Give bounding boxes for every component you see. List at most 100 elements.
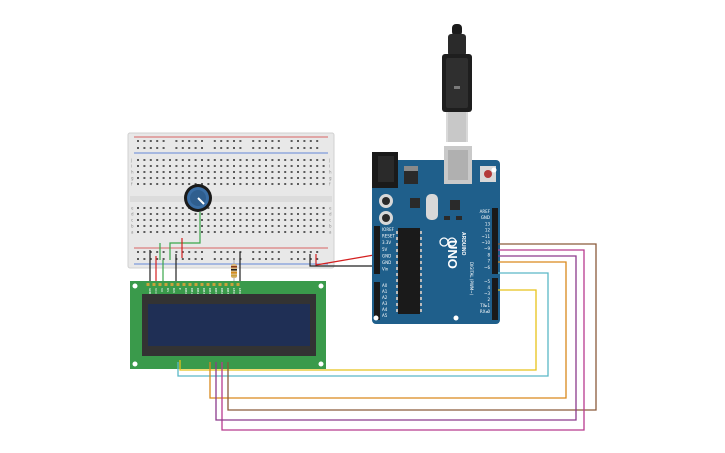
lcd-pin[interactable] (170, 283, 174, 286)
lcd-pin-label: LED (232, 288, 236, 295)
power-pin-label: 3.3V (382, 240, 391, 245)
power-pin-label: GND (382, 260, 391, 265)
digital-section-label: DIGITAL (PWM~) (469, 262, 474, 296)
breadboard-row-label: e (131, 206, 134, 211)
lcd-pin[interactable] (146, 283, 150, 286)
lcd-data-wires[interactable] (177, 243, 597, 431)
analog-pin-label: A2 (382, 295, 388, 300)
atmega-chip (398, 228, 420, 314)
breadboard-jumper-wires[interactable] (149, 212, 241, 282)
lcd-pin-label: VCC (154, 288, 158, 294)
digital-pin-label: ~9 (484, 246, 490, 251)
lcd-pin-label: DB1 (190, 288, 194, 294)
lcd-pin-label: DB4 (208, 288, 212, 294)
breadboard-row-label: b (131, 224, 134, 229)
digital-pin-label: ~6 (484, 265, 490, 270)
digital-pin-label: 13 (485, 221, 491, 226)
usb-cable[interactable] (442, 24, 472, 142)
breadboard-row-label: c (329, 218, 331, 223)
digital-pin-label: TX▸1 (479, 303, 490, 308)
lcd-pin-label: RW (172, 288, 176, 293)
digital-pin-label: 12 (485, 228, 491, 233)
lcd-pin-label: DB6 (220, 288, 224, 294)
digital-pin-label: 4 (487, 285, 490, 290)
lcd-pin[interactable] (206, 283, 210, 286)
digital-header-high[interactable] (492, 208, 498, 274)
lcd-pin-label: DB0 (184, 288, 188, 294)
breadboard-terminal-strips (137, 159, 325, 233)
digital-pin-label: 2 (487, 297, 490, 302)
breadboard-row-label: f (329, 182, 331, 187)
breadboard-row-label: g (329, 176, 332, 181)
digital-pin-label: ~5 (484, 279, 490, 284)
crystal (426, 194, 438, 220)
analog-pin-label: A0 (382, 283, 388, 288)
power-pin-label: 5V (382, 247, 388, 252)
power-wires[interactable] (309, 254, 375, 267)
analog-pin-label: A5 (382, 313, 388, 318)
lcd-pin[interactable] (200, 283, 204, 286)
power-header[interactable] (374, 226, 380, 274)
lcd-pin-label: V0 (160, 288, 164, 292)
breadboard-row-label: d (329, 212, 332, 217)
potentiometer[interactable] (184, 184, 212, 212)
arduino-logo-icon (439, 237, 457, 247)
power-pin-label: IOREF (382, 227, 395, 232)
digital-header-low[interactable] (492, 278, 498, 320)
breadboard-row-label: h (329, 170, 332, 175)
lcd-pin[interactable] (224, 283, 228, 286)
breadboard-row-label: b (329, 224, 332, 229)
analog-header[interactable] (374, 282, 380, 320)
lcd-screen (148, 304, 310, 346)
lcd-pin-label: RS (166, 288, 170, 292)
lcd-pin-label: E (178, 288, 182, 290)
analog-pin-label: A4 (382, 307, 388, 312)
resistor[interactable] (231, 258, 237, 284)
lcd-pin[interactable] (230, 283, 234, 286)
lcd-pin[interactable] (212, 283, 216, 286)
lcd-pin[interactable] (182, 283, 186, 286)
lcd-pin[interactable] (236, 283, 240, 286)
lcd-pin-label: DB7 (226, 288, 230, 294)
breadboard-row-label: a (131, 230, 134, 235)
breadboard-row-label: i (131, 164, 132, 169)
analog-pin-label: A1 (382, 289, 388, 294)
digital-pin-label: 7 (487, 259, 490, 264)
breadboard-row-label: a (329, 230, 332, 235)
breadboard-row-label: j (328, 158, 330, 163)
lcd-pin-label: DB3 (202, 288, 206, 294)
breadboard-row-label: i (329, 164, 330, 169)
digital-pin-label: RX◂0 (480, 309, 491, 314)
digital-pin-label: AREF (480, 209, 491, 214)
breadboard-row-label: d (131, 212, 134, 217)
breadboard-row-label: f (131, 182, 133, 187)
lcd-pin-label: LED (238, 288, 242, 295)
digital-pin-label: ~10 (482, 240, 491, 245)
arduino-model-label: UNO (445, 240, 460, 269)
lcd-pin[interactable] (176, 283, 180, 286)
breadboard-row-label: c (131, 218, 133, 223)
lcd-pin[interactable] (188, 283, 192, 286)
lcd-pin-label: GND (148, 288, 152, 296)
digital-pin-label: ~11 (482, 234, 491, 239)
lcd-pin[interactable] (194, 283, 198, 286)
lcd-pin-label: DB2 (196, 288, 200, 294)
arduino-uno[interactable]: IOREFRESET3.3V5VGNDGNDVinA0A1A2A3A4A5ARE… (372, 146, 500, 324)
lcd-pin-label: DB5 (214, 288, 218, 294)
breadboard-row-label: g (131, 176, 134, 181)
digital-pin-label: GND (481, 215, 490, 220)
lcd-pin[interactable] (218, 283, 222, 286)
breadboard-row-label: j (130, 158, 132, 163)
power-pin-label: RESET (382, 234, 395, 239)
breadboard-row-label: e (329, 206, 332, 211)
lcd-pin[interactable] (158, 283, 162, 286)
power-pin-label: Vin (382, 267, 389, 272)
lcd-pin[interactable] (164, 283, 168, 286)
breadboard-row-label: h (131, 170, 134, 175)
lcd-pin[interactable] (152, 283, 156, 286)
